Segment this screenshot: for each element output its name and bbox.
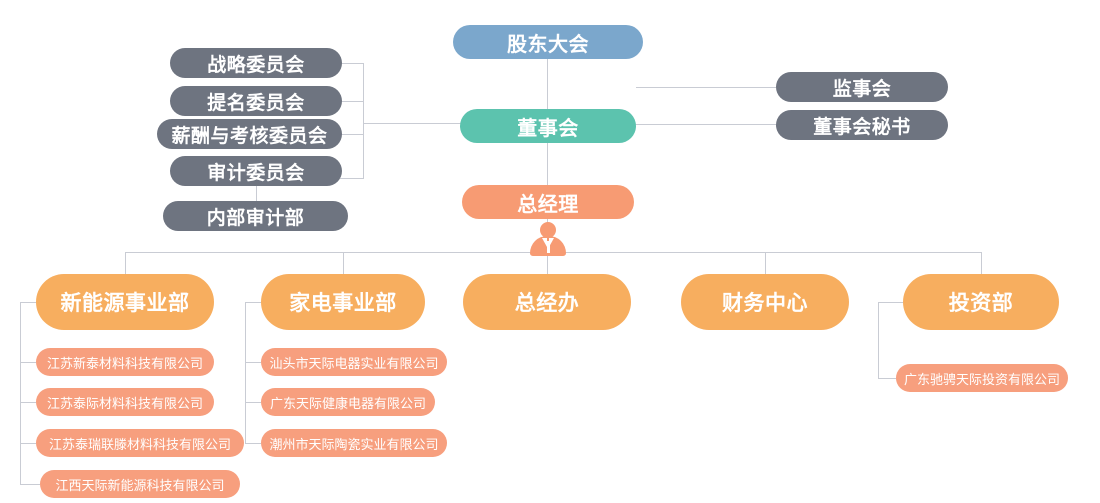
node-board-of-directors[interactable]: 董事会 xyxy=(460,109,636,143)
department-finance-center-label: 财务中心 xyxy=(722,292,808,315)
connector-shareholders-to-board xyxy=(547,57,548,123)
node-committee-compensation[interactable]: 薪酬与考核委员会 xyxy=(157,119,342,149)
board-secretary-label: 董事会秘书 xyxy=(813,116,911,138)
node-general-manager[interactable]: 总经理 xyxy=(462,185,634,219)
node-subsidiary-appliance-3[interactable]: 潮州市天际陶瓷实业有限公司 xyxy=(261,429,447,457)
node-subsidiary-new-energy-3[interactable]: 江苏泰瑞联滕材料科技有限公司 xyxy=(36,429,244,457)
subsidiary-label: 江苏泰际材料科技有限公司 xyxy=(46,395,203,411)
subsidiary-label: 江苏新泰材料科技有限公司 xyxy=(46,355,203,371)
connector-drop-dept-2 xyxy=(343,252,344,274)
node-shareholders-meeting[interactable]: 股东大会 xyxy=(453,25,643,59)
node-internal-audit-department[interactable]: 内部审计部 xyxy=(163,201,348,231)
connector-drop-dept-3 xyxy=(547,252,548,274)
manager-person-tie xyxy=(547,241,550,253)
connector-stub-appliance-2 xyxy=(245,402,261,403)
connector-spine-new-energy xyxy=(20,302,21,484)
connector-stub-investment-1 xyxy=(878,378,896,379)
connector-spine-appliance xyxy=(245,302,246,444)
shareholders-meeting-label: 股东大会 xyxy=(507,33,589,56)
subsidiary-label: 江苏泰瑞联滕材料科技有限公司 xyxy=(48,436,231,452)
board-of-directors-label: 董事会 xyxy=(517,117,579,140)
manager-person-head xyxy=(540,222,556,238)
subsidiary-label: 汕头市天际电器实业有限公司 xyxy=(269,355,439,371)
committee-audit-label: 审计委员会 xyxy=(207,162,305,184)
connector-board-to-gm xyxy=(547,142,548,187)
committee-compensation-label: 薪酬与考核委员会 xyxy=(171,125,328,147)
node-department-finance-center[interactable]: 财务中心 xyxy=(681,274,849,330)
node-subsidiary-new-energy-1[interactable]: 江苏新泰材料科技有限公司 xyxy=(36,348,214,376)
connector-committee-stub-2 xyxy=(340,101,364,102)
connector-spine-new-energy-top xyxy=(20,302,42,303)
node-supervisory-board[interactable]: 监事会 xyxy=(776,72,948,102)
connector-stub-new-energy-3 xyxy=(20,443,36,444)
connector-stub-new-energy-2 xyxy=(20,402,36,403)
department-investment-label: 投资部 xyxy=(948,292,1014,315)
connector-stub-appliance-3 xyxy=(245,443,261,444)
manager-person-collar-right xyxy=(549,238,554,247)
node-department-gm-office[interactable]: 总经办 xyxy=(463,274,631,330)
node-committee-audit[interactable]: 审计委员会 xyxy=(170,156,342,186)
internal-audit-department-label: 内部审计部 xyxy=(206,207,305,229)
committee-strategy-label: 战略委员会 xyxy=(207,54,305,76)
connector-committee-stub-1 xyxy=(340,63,364,64)
node-subsidiary-new-energy-2[interactable]: 江苏泰际材料科技有限公司 xyxy=(36,388,214,416)
subsidiary-label: 潮州市天际陶瓷实业有限公司 xyxy=(269,436,439,452)
node-subsidiary-appliance-2[interactable]: 广东天际健康电器有限公司 xyxy=(261,388,435,416)
connector-drop-dept-4 xyxy=(765,252,766,274)
connector-audit-to-internal-audit xyxy=(256,185,257,210)
committee-nomination-label: 提名委员会 xyxy=(207,92,305,114)
connector-committees-to-board xyxy=(363,123,485,124)
department-new-energy-label: 新能源事业部 xyxy=(60,292,190,315)
node-department-investment[interactable]: 投资部 xyxy=(903,274,1059,330)
subsidiary-label: 广东天际健康电器有限公司 xyxy=(269,395,426,411)
connector-stub-appliance-1 xyxy=(245,362,261,363)
node-department-home-appliance[interactable]: 家电事业部 xyxy=(261,274,425,330)
node-committee-strategy[interactable]: 战略委员会 xyxy=(170,48,342,78)
node-subsidiary-appliance-1[interactable]: 汕头市天际电器实业有限公司 xyxy=(261,348,447,376)
general-manager-label: 总经理 xyxy=(517,193,579,216)
connector-committee-stub-4 xyxy=(340,178,364,179)
subsidiary-label: 广东驰骋天际投资有限公司 xyxy=(903,371,1060,387)
supervisory-board-label: 监事会 xyxy=(832,78,892,100)
connector-stub-new-energy-4 xyxy=(20,484,40,485)
connector-committee-bracket xyxy=(363,63,364,178)
connector-spine-appliance-top xyxy=(245,302,267,303)
connector-drop-dept-1 xyxy=(125,252,126,274)
department-home-appliance-label: 家电事业部 xyxy=(289,292,397,315)
connector-stub-new-energy-1 xyxy=(20,362,36,363)
connector-board-to-secretary xyxy=(612,124,776,125)
manager-person-icon xyxy=(526,222,570,256)
connector-committee-stub-3 xyxy=(340,134,364,135)
department-gm-office-label: 总经办 xyxy=(514,292,580,315)
connector-board-to-supervisory xyxy=(636,87,776,88)
node-department-new-energy[interactable]: 新能源事业部 xyxy=(36,274,214,330)
connector-spine-investment-top xyxy=(878,302,908,303)
connector-spine-investment xyxy=(878,302,879,378)
node-committee-nomination[interactable]: 提名委员会 xyxy=(170,86,342,116)
node-board-secretary[interactable]: 董事会秘书 xyxy=(776,110,948,140)
subsidiary-label: 江西天际新能源科技有限公司 xyxy=(55,477,225,493)
manager-person-collar-left xyxy=(542,238,547,247)
connector-drop-dept-5 xyxy=(981,252,982,274)
node-subsidiary-new-energy-4[interactable]: 江西天际新能源科技有限公司 xyxy=(40,470,240,498)
node-subsidiary-investment-1[interactable]: 广东驰骋天际投资有限公司 xyxy=(896,364,1068,392)
